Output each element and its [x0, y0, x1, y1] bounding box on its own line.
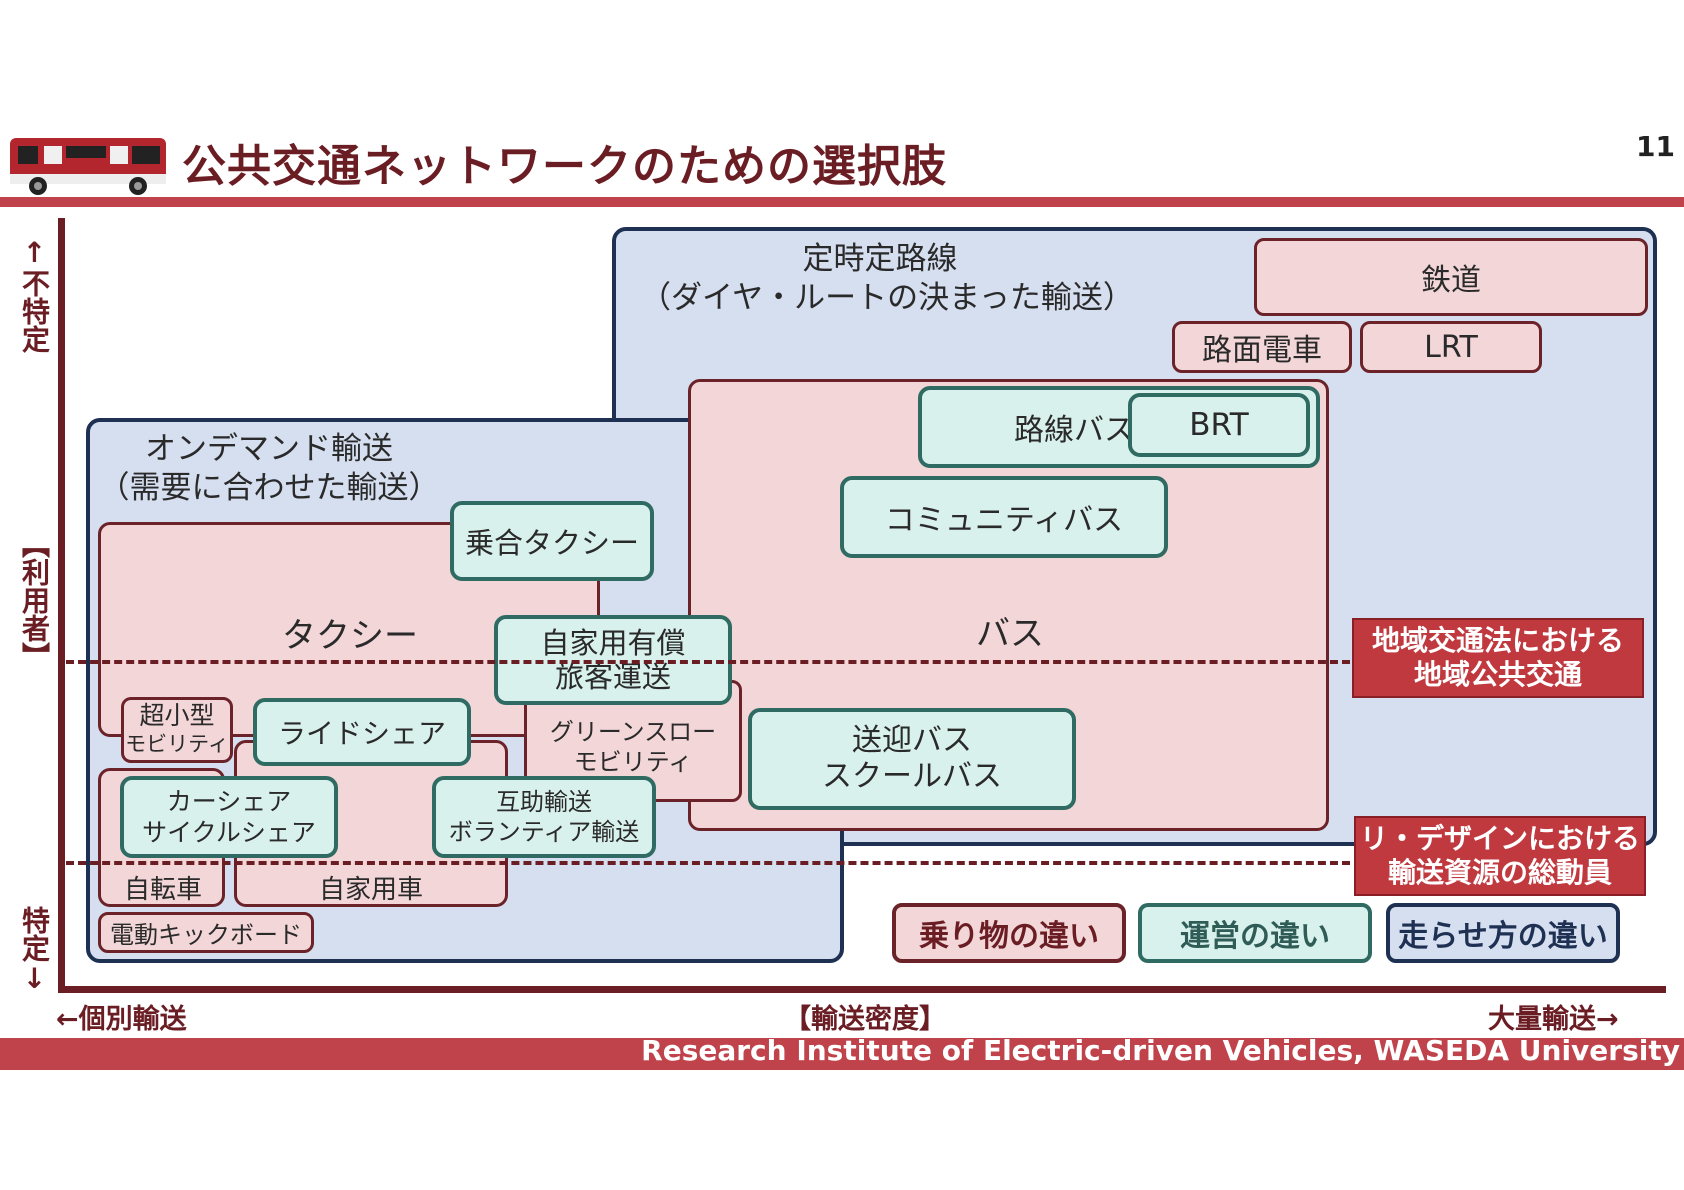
on-demand-region-title: オンデマンド輸送 （需要に合わせた輸送） — [96, 430, 442, 508]
redesign-label-line1: リ・デザインにおける — [1359, 822, 1640, 855]
on-demand-region-title-line1: オンデマンド輸送 — [145, 431, 393, 467]
x-axis — [58, 986, 1666, 993]
shared-taxi-label: 乗合タクシー — [464, 526, 639, 560]
rideshare-box: ライドシェア — [253, 698, 471, 766]
shuttle-bus-box: 送迎バス スクールバス — [748, 708, 1076, 810]
redesign-resources-boundary — [66, 861, 1350, 865]
mutual-aid-line2: ボランティア輸送 — [448, 818, 640, 846]
carshare-box: カーシェア サイクルシェア — [120, 776, 338, 858]
x-axis-left-label: ←個別輸送 — [56, 1004, 187, 1035]
y-axis-bottom-label: 特定↓ — [18, 906, 51, 995]
taxi-label: タクシー — [282, 616, 418, 656]
footer-institution: Research Institute of Electric-driven Ve… — [641, 1034, 1680, 1067]
rideshare-label: ライドシェア — [277, 717, 446, 750]
bus-logo-icon — [8, 134, 168, 196]
micro-mobility-box: 超小型 モビリティ — [121, 697, 233, 763]
brt-box: BRT — [1128, 393, 1310, 457]
tram-box: 路面電車 — [1172, 321, 1352, 373]
railway-box: 鉄道 — [1254, 238, 1648, 316]
mutual-aid-transport-box: 互助輸送 ボランティア輸送 — [432, 776, 656, 858]
page-number: 11 — [1636, 130, 1675, 163]
kickboard-box: 電動キックボード — [98, 912, 314, 953]
paid-private-line2: 旅客運送 — [554, 660, 671, 694]
x-axis-right-label: 大量輸送→ — [1488, 1004, 1619, 1035]
page-title: 公共交通ネットワークのための選択肢 — [182, 141, 947, 192]
shuttle-bus-line1: 送迎バス — [852, 723, 972, 758]
legend-operation-label: 運営の違い — [1180, 919, 1330, 954]
lrt-box: LRT — [1360, 321, 1542, 373]
header-rule — [0, 197, 1684, 207]
y-axis-top-label: ↑不特定 — [18, 236, 51, 353]
lrt-label: LRT — [1424, 329, 1478, 365]
x-axis-middle-label: 【輸送密度】 — [784, 1004, 946, 1035]
legend-running-difference: 走らせ方の違い — [1386, 903, 1620, 963]
micro-mobility-line2: モビリティ — [125, 732, 229, 756]
y-axis-middle-label: 【利用者】 — [18, 530, 51, 670]
bicycle-label: 自転車 — [123, 875, 202, 905]
legend-running-label: 走らせ方の違い — [1398, 919, 1608, 954]
brt-label: BRT — [1189, 407, 1249, 443]
carshare-line1: カーシェア — [166, 787, 292, 816]
on-demand-region-title-line2: （需要に合わせた輸送） — [98, 470, 440, 506]
paid-private-line1: 自家用有償 — [540, 626, 686, 660]
railway-label: 鉄道 — [1421, 263, 1481, 298]
legend-vehicle-difference: 乗り物の違い — [892, 903, 1126, 963]
y-axis — [58, 218, 65, 992]
private-car-label: 自家用車 — [318, 875, 423, 905]
scheduled-region-title-line2: （ダイヤ・ルートの決まった輸送） — [640, 280, 1134, 316]
mutual-aid-line1: 互助輸送 — [496, 788, 592, 816]
shuttle-bus-line2: スクールバス — [822, 759, 1002, 794]
community-bus-box: コミュニティバス — [840, 476, 1168, 558]
regional-public-transport-label: 地域交通法における 地域公共交通 — [1352, 618, 1644, 698]
bus-label: バス — [976, 614, 1044, 654]
shared-taxi-box: 乗合タクシー — [450, 501, 654, 581]
regional-label-line1: 地域交通法における — [1371, 624, 1624, 657]
carshare-line2: サイクルシェア — [142, 818, 316, 847]
scheduled-region-title-line1: 定時定路線 — [802, 241, 958, 277]
green-slow-mobility-line2: モビリティ — [573, 748, 693, 776]
scheduled-region-title: 定時定路線 （ダイヤ・ルートの決まった輸送） — [640, 240, 1134, 318]
green-slow-mobility-line1: グリーンスロー — [549, 718, 717, 746]
regional-label-line2: 地域公共交通 — [1413, 658, 1582, 691]
micro-mobility-line1: 超小型 — [139, 701, 215, 730]
regional-public-transport-boundary — [66, 660, 1350, 664]
redesign-label-line2: 輸送資源の総動員 — [1387, 856, 1612, 889]
kickboard-label: 電動キックボード — [110, 921, 302, 949]
tram-label: 路面電車 — [1202, 333, 1322, 368]
redesign-resources-label: リ・デザインにおける 輸送資源の総動員 — [1354, 816, 1646, 896]
route-bus-label: 路線バス — [1014, 413, 1134, 448]
legend-vehicle-label: 乗り物の違い — [919, 919, 1099, 954]
community-bus-label: コミュニティバス — [884, 503, 1124, 538]
footer-bar — [0, 1038, 1684, 1070]
legend-operation-difference: 運営の違い — [1138, 903, 1372, 963]
